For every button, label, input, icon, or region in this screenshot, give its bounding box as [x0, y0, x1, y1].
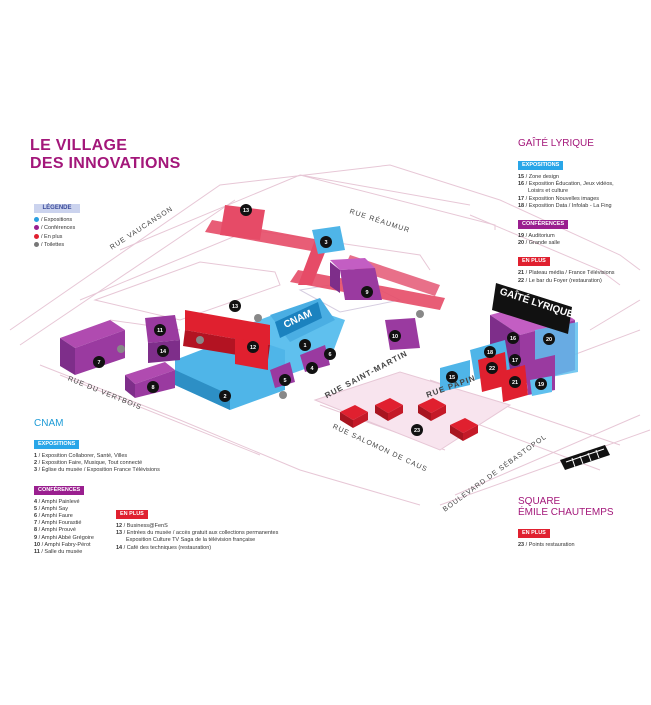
- square-title-2: ÉMILE CHAUTEMPS: [518, 507, 614, 518]
- legend-item-expositions: / Expositions: [34, 216, 75, 224]
- list-item: 14 / Café des techniques (restauration): [116, 544, 212, 551]
- cnam-title: CNAM: [34, 418, 64, 429]
- cnam-expositions-list: 1 / Exposition Collaborer, Santé, Villes…: [34, 453, 294, 475]
- list-item: 2 / Exposition Faire, Musique, Tout conn…: [34, 460, 143, 467]
- list-item: 4 / Amphi Painlevé: [34, 498, 80, 505]
- gaite-section: GAÎTÉ LYRIQUE EXPOSITIONS 15 / Zone desi…: [518, 138, 646, 285]
- title-line-2: DES INNOVATIONS: [30, 155, 181, 172]
- list-item: 19 / Auditorium: [518, 233, 555, 240]
- list-item: 3 / Église du musée / Exposition France …: [34, 467, 160, 474]
- cnam-conferences-list: 4 / Amphi Painlevé 5 / Amphi Say 6 / Amp…: [34, 499, 294, 557]
- list-item: 16 / Exposition Éducation, Jeux vidéos,: [518, 181, 614, 188]
- list-item: Exposition Culture TV Saga de la télévis…: [126, 537, 256, 544]
- gaite-expositions-list: 15 / Zone design 16 / Exposition Éducati…: [518, 174, 646, 210]
- gaite-enplus-list: 21 / Plateau média / France Télévisions …: [518, 270, 646, 284]
- list-item: 11 / Salle du musée: [34, 549, 83, 556]
- title-line-1: LE VILLAGE: [30, 137, 128, 154]
- square-list: 23 / Points restauration: [518, 542, 648, 549]
- square-title-1: SQUARE: [518, 496, 561, 507]
- list-item: 18 / Exposition Data / Infolab - La Fing: [518, 202, 612, 209]
- gaite-conferences-tag: CONFÉRENCES: [518, 220, 569, 230]
- gaite-title: GAÎTÉ LYRIQUE: [518, 138, 594, 149]
- list-item: 22 / Le bar du Foyer (restauration): [518, 277, 602, 284]
- gaite-enplus-tag: EN PLUS: [518, 257, 550, 267]
- list-item: 6 / Amphi Faure: [34, 513, 73, 520]
- cnam-section: CNAM EXPOSITIONS 1 / Exposition Collabor…: [34, 418, 294, 556]
- list-item: 1 / Exposition Collaborer, Santé, Villes: [34, 453, 128, 459]
- list-item: 15 / Zone design: [518, 174, 559, 180]
- map-title: LE VILLAGE DES INNOVATIONS: [30, 137, 181, 173]
- cnam-conferences-tag: CONFÉRENCES: [34, 485, 85, 495]
- gaite-expositions-tag: EXPOSITIONS: [518, 161, 564, 170]
- list-item: 17 / Exposition Nouvelles images: [518, 195, 600, 202]
- legend-heading: LÉGENDE: [34, 204, 80, 213]
- list-item: 5 / Amphi Say: [34, 505, 68, 512]
- grey-dot-icon: [34, 242, 39, 248]
- list-item: 13 / Entrées du musée / accès gratuit au…: [116, 530, 279, 537]
- blue-dot-icon: [34, 217, 39, 223]
- gaite-conferences-list: 19 / Auditorium 20 / Grande salle: [518, 233, 646, 247]
- list-item: 23 / Points restauration: [518, 542, 575, 548]
- list-item: Loisirs et culture: [528, 188, 569, 195]
- metro-icon: [560, 445, 610, 470]
- list-item: 21 / Plateau média / France Télévisions: [518, 270, 615, 277]
- cnam-enplus-tag: EN PLUS: [116, 510, 148, 519]
- list-item: 7 / Amphi Fourastié: [34, 520, 82, 527]
- list-item: 10 / Amphi Fabry-Pérot: [34, 541, 91, 548]
- purple-dot-icon: [34, 225, 39, 231]
- cnam-enplus-list: 12 / Business@FenS 13 / Entrées du musée…: [116, 523, 316, 552]
- legend-item-conferences: / Conférences: [34, 224, 75, 232]
- square-section: SQUARE ÉMILE CHAUTEMPS EN PLUS 23 / Poin…: [518, 496, 648, 549]
- red-dot-icon: [34, 233, 39, 239]
- legend-item-toilettes: / Toilettes: [34, 241, 75, 249]
- cnam-enplus-section: EN PLUS 12 / Business@FenS 13 / Entrées …: [116, 502, 316, 552]
- cnam-expositions-tag: EXPOSITIONS: [34, 440, 80, 449]
- square-enplus-tag: EN PLUS: [518, 529, 550, 538]
- legend-item-en-plus: / En plus: [34, 233, 75, 241]
- legend: / Expositions / Conférences / En plus / …: [34, 216, 75, 250]
- list-item: 9 / Amphi Abbé Grégoire: [34, 534, 94, 541]
- list-item: 20 / Grande salle: [518, 240, 560, 247]
- list-item: 12 / Business@FenS: [116, 523, 168, 529]
- list-item: 8 / Amphi Prouvé: [34, 527, 76, 534]
